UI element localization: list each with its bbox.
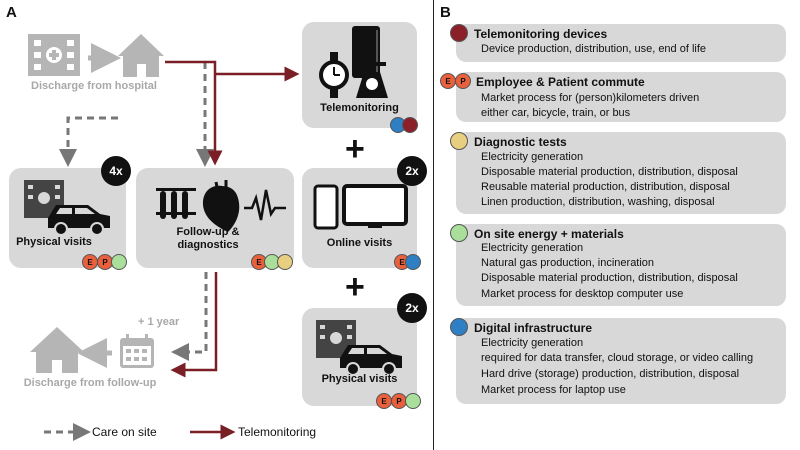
category-title: Digital infrastructure	[474, 321, 593, 335]
test-tubes-icon	[156, 188, 196, 219]
category-line: Linen production, distribution, washing,…	[481, 196, 715, 208]
category-line: Market process for laptop use	[481, 384, 626, 396]
home-icon	[118, 34, 164, 77]
category-line: Device production, distribution, use, en…	[481, 43, 707, 55]
discharge-followup-label: Discharge from follow-up	[23, 377, 157, 389]
category-line: Disposable material production, distribu…	[481, 272, 738, 284]
employee-dot: E	[376, 393, 392, 409]
legend-care-on-site-label: Care on site	[92, 425, 157, 439]
telemonitoring-devices-dot	[450, 24, 468, 42]
care-on-site-path-1	[59, 116, 118, 167]
physical-visits-right-label: Physical visits	[321, 373, 398, 385]
category-telemonitoring-devices	[456, 24, 786, 62]
category-line: Disposable material production, distribu…	[481, 166, 738, 178]
category-line: either car, bicycle, train, or bus	[481, 107, 631, 119]
heart-icon	[202, 180, 240, 232]
multiplier-badge-right: 2x	[397, 293, 427, 323]
employee-dot: E	[251, 254, 267, 270]
discharge-hospital-label: Discharge from hospital	[31, 80, 157, 92]
multiplier-badge-left: 4x	[101, 156, 131, 186]
digital-infrastructure-dot	[405, 254, 421, 270]
panel-a-label: A	[6, 4, 17, 21]
on-site-energy-dot	[111, 254, 127, 270]
home-followup-icon	[30, 327, 84, 373]
employee-dot: E	[440, 73, 456, 89]
hospital-car-icon-left	[24, 180, 110, 236]
category-title: Diagnostic tests	[474, 135, 567, 149]
digital-infrastructure-dot	[450, 318, 468, 336]
panel-b-label: B	[440, 4, 451, 21]
telemonitoring-path-1	[165, 60, 223, 166]
category-line: Electricity generation	[481, 337, 584, 349]
legend-telemonitoring-label: Telemonitoring	[238, 425, 317, 439]
patient-dot: P	[391, 393, 407, 409]
multiplier-badge-online: 2x	[397, 156, 427, 186]
category-line: Natural gas production, incineration	[481, 257, 655, 269]
category-line: Market process for desktop computer use	[481, 288, 684, 300]
flow-diagram-svg	[24, 26, 408, 441]
diagnostic-tests-dot	[450, 132, 468, 150]
panel-divider	[433, 0, 434, 450]
patient-dot: P	[455, 73, 471, 89]
category-diagnostic-tests	[456, 132, 786, 214]
hospital-icon	[28, 34, 80, 76]
telemonitoring-devices-dot	[402, 117, 418, 133]
category-line: required for data transfer, cloud storag…	[481, 352, 754, 364]
category-line: Hard drive (storage) production, distrib…	[481, 368, 740, 380]
online-visits-label: Online visits	[326, 237, 393, 249]
category-line: Electricity generation	[481, 151, 584, 163]
monitor-icon	[342, 184, 408, 228]
category-digital-infrastructure	[456, 318, 786, 404]
calendar-icon	[120, 334, 154, 368]
plus-one-year-label: + 1 year	[138, 316, 180, 328]
plus-sign-1: +	[345, 130, 365, 168]
category-title: On site energy + materials	[474, 227, 624, 241]
scale-icon	[356, 62, 388, 98]
telemonitoring-path-3	[170, 272, 218, 378]
on-site-energy-dot	[450, 224, 468, 242]
category-commute	[456, 72, 786, 122]
category-line: Electricity generation	[481, 242, 584, 254]
category-line: Market process for (person)kilometers dr…	[481, 92, 700, 104]
tablet-icon	[352, 26, 380, 78]
category-title: Employee & Patient commute	[476, 75, 645, 89]
ecg-icon	[244, 189, 286, 221]
physical-visits-left-label: Physical visits	[16, 236, 92, 248]
on-site-energy-dot	[405, 393, 421, 409]
follow-up-label: Follow-up & diagnostics	[176, 226, 240, 251]
patient-dot: P	[97, 254, 113, 270]
telemonitoring-label: Telemonitoring	[320, 102, 399, 114]
category-on-site-energy	[456, 224, 786, 306]
category-line: Reusable material production, distributi…	[481, 181, 730, 193]
hospital-car-icon-right	[316, 320, 402, 376]
watch-icon	[319, 52, 349, 98]
phone-icon	[313, 184, 339, 230]
employee-dot: E	[82, 254, 98, 270]
plus-sign-2: +	[345, 268, 365, 306]
diagnostic-tests-dot	[277, 254, 293, 270]
care-on-site-path-3	[171, 272, 208, 361]
category-title: Telemonitoring devices	[474, 27, 608, 41]
